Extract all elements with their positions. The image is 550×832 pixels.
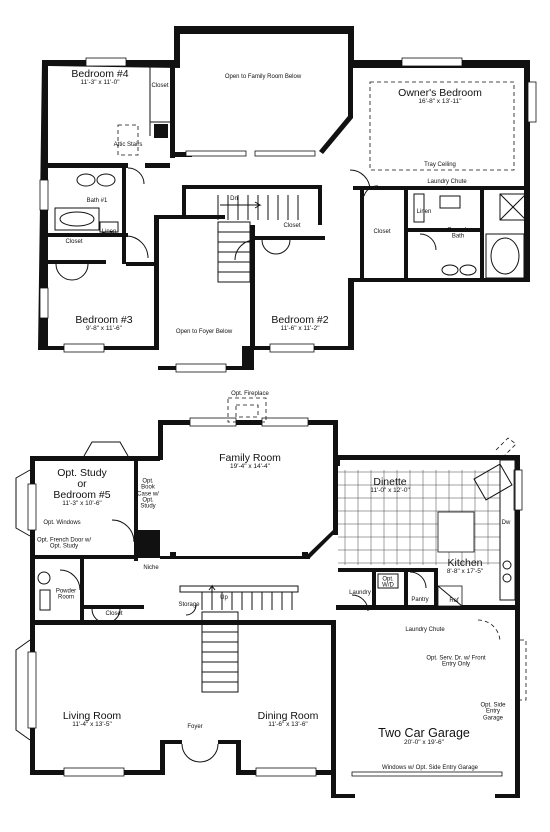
fireplace-label: Opt. Fireplace — [231, 390, 269, 397]
laundry-chute-upper-label: Laundry Chute — [427, 178, 467, 185]
closet-bedroom4-label: Closet — [151, 82, 169, 89]
linen-owner-label: Linen — [416, 208, 432, 215]
bedroom-3-label: Bedroom #3 9'-8" x 11'-6" — [75, 314, 133, 333]
open-family-label: Open to Family Room Below — [224, 73, 302, 80]
foyer-label: Foyer — [187, 723, 203, 730]
service-door-label: Opt. Serv. Dr. w/ Front Entry Only — [426, 655, 486, 668]
closet-hall-label: Closet — [65, 238, 83, 245]
tray-ceiling-label: Tray Ceiling — [424, 161, 456, 168]
side-entry-label: Opt. Side Entry Garage — [480, 702, 506, 722]
attic-stairs-label: Attic Stairs — [113, 141, 143, 148]
powder-room-label: Powder Room — [55, 588, 77, 601]
open-foyer-label: Open to Foyer Below — [175, 328, 233, 335]
owners-bedroom-label: Owner's Bedroom 16'-8" x 13'-11" — [398, 87, 482, 106]
garage-windows-label: Windows w/ Opt. Side Entry Garage — [381, 764, 479, 771]
kitchen-label: Kitchen 8'-8" x 17'-5" — [446, 557, 484, 576]
ref-label: Ref — [449, 597, 459, 604]
owners-bath-label: Owner's Bath — [447, 227, 469, 240]
storage-label: Storage — [178, 601, 200, 608]
bath-1-label: Bath #1 — [86, 197, 108, 204]
closet-lower-label: Closet — [105, 610, 123, 617]
down-stairs-label: Dn — [230, 195, 238, 202]
dishwasher-label: Dw — [501, 519, 511, 526]
niche-label: Niche — [143, 564, 159, 571]
dining-room-label: Dining Room 11'-6" x 13'-6" — [257, 710, 319, 729]
closet-stair-label: Closet — [283, 222, 301, 229]
washer-dryer-label: Opt. W/D — [382, 576, 394, 589]
garage-label: Two Car Garage 20'-0" x 19'-6" — [378, 726, 470, 747]
pantry-label: Pantry — [411, 596, 429, 603]
lower-floor-details — [15, 397, 527, 777]
book-case-label: Opt. Book Case w/ Opt. Study — [137, 478, 159, 510]
french-door-label: Opt. French Door w/ Opt. Study — [36, 537, 92, 550]
family-room-label: Family Room 19'-4" x 14'-4" — [219, 452, 281, 471]
study-label: Opt. Study or Bedroom #5 11'-3" x 10'-6" — [53, 467, 111, 508]
up-stairs-label: Up — [220, 594, 228, 601]
dinette-label: Dinette 11'-0" x 12'-0" — [370, 476, 410, 495]
laundry-chute-lower-label: Laundry Chute — [405, 626, 445, 633]
laundry-label: Laundry — [349, 589, 371, 596]
upper-floor-details — [39, 57, 537, 373]
closet-owner-label: Closet — [373, 228, 391, 235]
living-room-label: Living Room 11'-4" x 13'-5" — [62, 710, 122, 729]
bedroom-4-label: Bedroom #4 11'-3" x 11'-0" — [71, 68, 129, 87]
linen-hall-label: Linen — [101, 228, 117, 235]
bedroom-2-label: Bedroom #2 11'-6" x 11'-2" — [271, 314, 329, 333]
opt-windows-label: Opt. Windows — [43, 519, 81, 526]
